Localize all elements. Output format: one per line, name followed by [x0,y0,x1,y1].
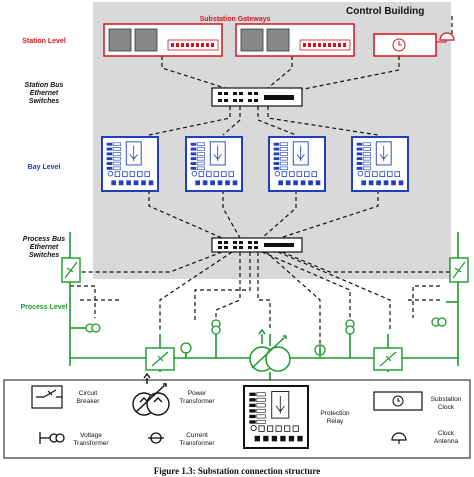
process-bus-line-2: Ethernet [29,244,59,251]
legend-relay-drawing [243,385,309,449]
substation-gateways-title: Substation Gateways [199,16,271,23]
legend-power-transformer-line-2: Transformer [179,398,215,405]
process-bus-label: Process Bus Ethernet Switches [4,236,84,260]
legend-voltage-transformer-line-1: Voltage [80,432,102,439]
circuit-breaker-right [373,347,403,371]
legend-clock-antenna-line-1: Clock [437,430,455,437]
bay-relays [101,136,409,192]
legend-circuit-breaker-line-2: Breaker [76,398,100,405]
legend-current-transformer-line-2: Transformer [179,440,215,447]
station-bus-line-1: Station Bus [24,82,64,89]
legend-circuit-breaker-icon [31,385,63,409]
legend-voltage-transformer-icon [39,432,65,444]
legend-protection-relay-line-1: Protection [320,410,350,417]
merging-unit-right [449,257,469,283]
legend-voltage-transformer-label: Voltage Transformer [66,432,116,448]
legend-protection-relay-label: Protection Relay [312,410,358,426]
control-building-title: Control Building [346,6,425,17]
power-transformer [249,328,291,372]
clock-antenna-icon [439,32,455,41]
substation-clock [373,33,447,57]
protection-relay-3 [268,136,326,192]
voltage-transformer-right [431,317,447,327]
process-bus-switch [211,237,303,253]
legend-circuit-breaker-line-1: Circuit [78,390,98,397]
bay-level-label: Bay Level [27,164,61,171]
current-transformer-1 [180,342,192,354]
station-bus-line-3: Switches [28,98,60,105]
process-bus-line-1: Process Bus [22,236,66,243]
legend-clock-antenna-line-2: Antenna [433,438,459,445]
legend-substation-clock-line-2: Clock [437,404,455,411]
protection-relay-2 [185,136,243,192]
voltage-transformer-bus-left [211,319,221,335]
legend-substation-clock-line-1: Substation [430,396,462,403]
station-level-label: Station Level [22,38,66,45]
legend-clock-antenna-label: Clock Antenna [424,430,468,446]
legend-current-transformer-label: Current Transformer [172,432,222,448]
legend-substation-clock-label: Substation Clock [424,396,468,412]
figure-caption: Figure 1.3: Substation connection struct… [153,466,321,476]
legend-protection-relay-line-2: Relay [326,418,344,425]
current-transformer-2 [314,344,326,356]
legend-current-transformer-icon [148,432,164,444]
station-bus-label: Station Bus Ethernet Switches [4,82,84,106]
voltage-transformer-bus-right [345,319,355,335]
legend-power-transformer-label: Power Transformer [172,390,222,406]
process-level-label: Process Level [20,304,68,311]
legend-power-transformer-line-1: Power [187,390,207,397]
station-bus-line-2: Ethernet [29,90,59,97]
substation-gateway-1 [103,23,223,57]
legend-current-transformer-line-1: Current [186,432,208,439]
legend-protection-relay-icon [243,385,309,449]
legend-substation-clock-icon [373,391,423,411]
process-bus-line-3: Switches [28,252,60,259]
merging-unit-left [61,257,81,283]
protection-relay-1 [101,136,159,192]
voltage-transformer-left [85,323,101,333]
legend-voltage-transformer-line-2: Transformer [73,440,109,447]
circuit-breaker-left [145,347,175,371]
legend-power-transformer-icon [132,372,170,416]
station-bus-switch [211,87,303,107]
protection-relay-4 [351,136,409,192]
substation-gateway-2 [235,23,355,57]
legend-clock-antenna-icon [391,432,407,444]
legend-circuit-breaker-label: Circuit Breaker [66,390,110,406]
